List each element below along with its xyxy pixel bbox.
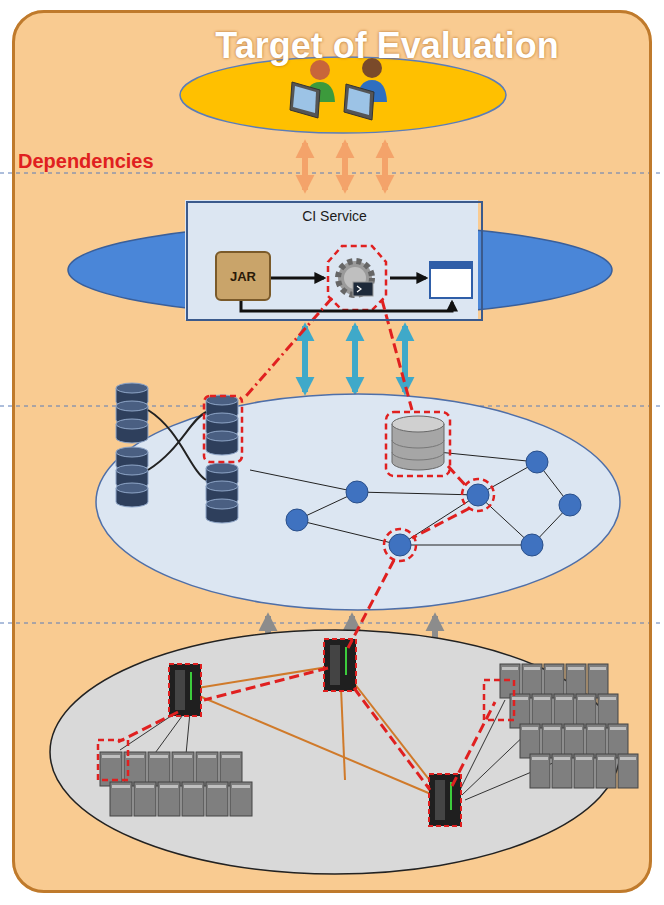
node-label: JAR [217, 253, 269, 284]
server-links [185, 665, 445, 800]
dependency-highlight [328, 246, 386, 310]
title: Target of Evaluation [15, 25, 649, 67]
gear-icon [338, 261, 373, 296]
server-racks [98, 664, 638, 816]
service-arrows [305, 326, 405, 392]
window-icon [430, 262, 472, 298]
network-nodes [286, 451, 581, 556]
database-stacks [116, 383, 238, 523]
data-layer [96, 394, 620, 610]
layer-separators [0, 173, 664, 623]
toe-ground [12, 10, 652, 893]
dependency-highlight [204, 396, 494, 561]
users-layer [180, 57, 506, 133]
target-boundary: Target of Evaluation CI ServiceJAR [12, 10, 652, 893]
jar-icon: JAR [215, 251, 271, 301]
ci-service-box: CI ServiceJAR [186, 201, 483, 321]
server-towers [169, 639, 461, 826]
node-label: CI Service [188, 203, 481, 224]
build-arrows [241, 278, 452, 311]
file-server-icon [392, 416, 444, 470]
dependency-path [118, 298, 495, 790]
users-icon [290, 58, 387, 120]
user-arrows [305, 143, 385, 190]
infrastructure-layer [50, 630, 620, 874]
layer-label: Dependencies [18, 150, 154, 173]
